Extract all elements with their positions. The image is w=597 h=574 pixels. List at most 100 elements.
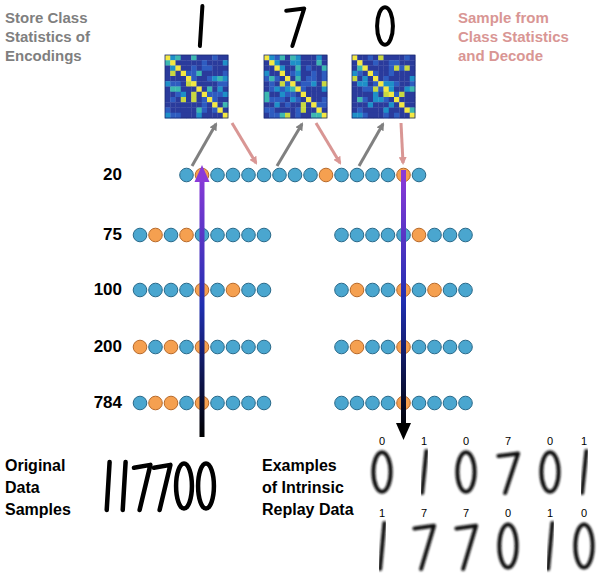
matrix-cell xyxy=(410,102,416,108)
matrix-cell xyxy=(170,97,176,103)
handwritten-digit xyxy=(198,463,214,508)
matrix-cell xyxy=(170,81,176,87)
matrix-cell xyxy=(280,97,286,103)
matrix-cell xyxy=(176,71,182,77)
matrix-cell xyxy=(275,97,281,103)
matrix-cell xyxy=(410,108,416,114)
matrix-cell xyxy=(197,76,203,82)
matrix-cell xyxy=(207,66,213,72)
matrix-cell xyxy=(378,71,384,77)
matrix-cell xyxy=(389,102,395,108)
matrix-cell xyxy=(191,71,197,77)
handwritten-digit xyxy=(456,526,476,569)
matrix-cell xyxy=(405,76,411,82)
matrix-cell xyxy=(191,113,197,119)
matrix-cell xyxy=(378,92,384,98)
matrix-cell xyxy=(212,66,218,72)
matrix-cell xyxy=(389,92,395,98)
matrix-cell xyxy=(176,66,182,72)
matrix-cell xyxy=(218,102,224,108)
matrix-cell xyxy=(285,113,291,119)
matrix-cell xyxy=(269,71,275,77)
neuron xyxy=(412,340,426,354)
matrix-cell xyxy=(384,81,390,87)
matrix-cell xyxy=(317,102,323,108)
matrix-cell xyxy=(212,87,218,93)
handwritten-digit xyxy=(541,452,558,491)
matrix-cell xyxy=(352,81,358,87)
matrix-cell xyxy=(311,92,317,98)
matrix-cell xyxy=(363,108,369,114)
matrix-cell xyxy=(368,60,374,66)
matrix-cell xyxy=(368,108,374,114)
matrix-cell xyxy=(368,92,374,98)
matrix-cell xyxy=(285,55,291,61)
matrix-cell xyxy=(389,66,395,72)
matrix-cell xyxy=(202,55,208,61)
matrix-cell xyxy=(384,55,390,61)
matrix-cell xyxy=(389,81,395,87)
matrix-cell xyxy=(197,108,203,114)
matrix-cell xyxy=(275,108,281,114)
matrix-cell xyxy=(197,102,203,108)
matrix-cell xyxy=(368,66,374,72)
matrix-cell xyxy=(363,71,369,77)
matrix-cell xyxy=(399,55,405,61)
neuron xyxy=(211,168,225,182)
class-label: 1 xyxy=(372,507,392,520)
matrix-cell xyxy=(197,87,203,93)
matrix-cell xyxy=(311,108,317,114)
matrix-cell xyxy=(301,102,307,108)
matrix-cell xyxy=(352,102,358,108)
neuron xyxy=(211,228,225,242)
matrix-cell xyxy=(301,76,307,82)
matrix-cell xyxy=(317,108,323,114)
matrix-cell xyxy=(306,102,312,108)
matrix-cell xyxy=(311,71,317,77)
matrix-cell xyxy=(165,113,171,119)
matrix-cell xyxy=(357,102,363,108)
matrix-cell xyxy=(170,76,176,82)
matrix-cell xyxy=(176,102,182,108)
active-neuron xyxy=(164,396,178,410)
matrix-cell xyxy=(290,97,296,103)
matrix-cell xyxy=(363,92,369,98)
matrix-cell xyxy=(197,81,203,87)
neuron xyxy=(335,283,349,297)
matrix-cell xyxy=(399,87,405,93)
matrix-cell xyxy=(352,87,358,93)
matrix-cell xyxy=(285,102,291,108)
matrix-cell xyxy=(322,108,328,114)
matrix-cell xyxy=(378,108,384,114)
matrix-cell xyxy=(368,102,374,108)
matrix-cell xyxy=(322,81,328,87)
sample-arrow xyxy=(401,123,403,163)
matrix-cell xyxy=(311,55,317,61)
neuron xyxy=(350,228,364,242)
matrix-cell xyxy=(290,87,296,93)
matrix-cell xyxy=(191,55,197,61)
neuron xyxy=(226,340,240,354)
matrix-cell xyxy=(389,97,395,103)
matrix-border xyxy=(264,55,327,118)
active-neuron xyxy=(319,168,333,182)
matrix-cell xyxy=(352,55,358,61)
neuron xyxy=(180,340,194,354)
neuron xyxy=(304,168,318,182)
matrix-cell xyxy=(311,66,317,72)
neuron xyxy=(381,396,395,410)
matrix-cell xyxy=(301,92,307,98)
matrix-cell xyxy=(170,108,176,114)
neuron xyxy=(381,168,395,182)
matrix-cell xyxy=(405,71,411,77)
matrix-cell xyxy=(405,81,411,87)
matrix-cell xyxy=(280,76,286,82)
matrix-cell xyxy=(223,71,229,77)
matrix-cell xyxy=(223,81,229,87)
matrix-cell xyxy=(368,55,374,61)
matrix-cell xyxy=(368,87,374,93)
matrix-cell xyxy=(296,87,302,93)
matrix-cell xyxy=(373,66,379,72)
matrix-cell xyxy=(285,76,291,82)
handwritten-digit xyxy=(154,465,170,510)
